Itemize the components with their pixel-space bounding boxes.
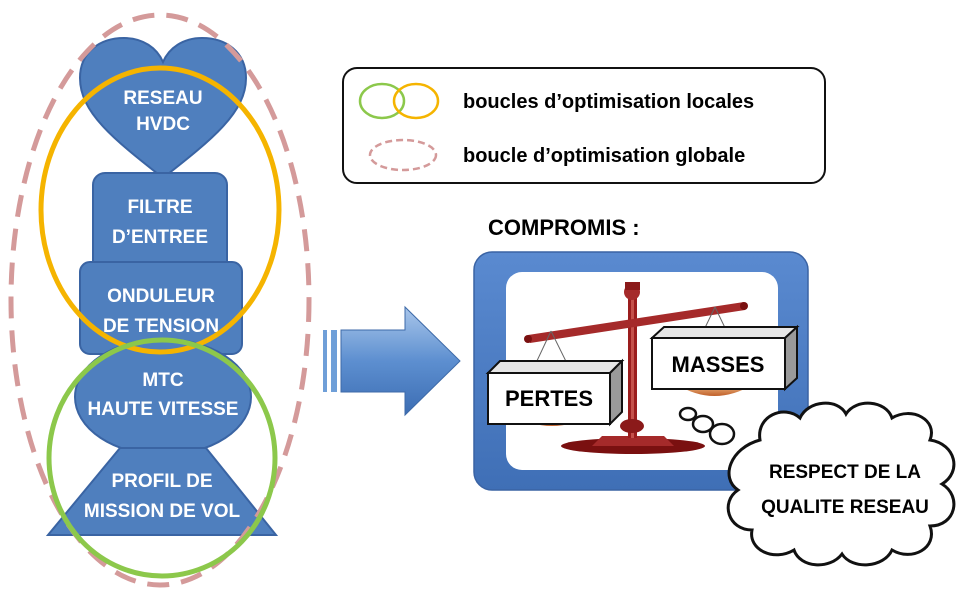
reseau-label-line1: RESEAU bbox=[123, 88, 202, 109]
filtre-entree-block bbox=[92, 172, 228, 274]
pertes-box: PERTES bbox=[485, 358, 625, 427]
cloud-label-line1: RESPECT DE LA bbox=[769, 462, 921, 483]
thought-cloud: RESPECT DE LA QUALITE RESEAU bbox=[726, 401, 956, 567]
mtc-label-line1: MTC bbox=[142, 370, 183, 391]
block-stack: RESEAU HVDC FILTRE D’ENTREE ONDULEUR DE … bbox=[45, 36, 279, 536]
mtc-label-line2: HAUTE VITESSE bbox=[88, 399, 239, 420]
compromis-title: COMPROMIS : bbox=[488, 215, 640, 240]
filtre-label-line1: FILTRE bbox=[127, 197, 192, 218]
profil-label-line2: MISSION DE VOL bbox=[84, 501, 241, 522]
reseau-label-line2: HVDC bbox=[136, 114, 190, 135]
legend-box: boucles d’optimisation locales boucle d’… bbox=[342, 67, 826, 184]
upper-local-optimization-loop bbox=[38, 65, 282, 355]
filtre-label-line2: D’ENTREE bbox=[112, 227, 208, 248]
pertes-label: PERTES bbox=[505, 386, 593, 411]
masses-label: MASSES bbox=[672, 352, 765, 377]
profil-mission-block bbox=[45, 447, 279, 536]
legend-local-label: boucles d’optimisation locales bbox=[463, 91, 754, 113]
onduleur-label-line1: ONDULEUR bbox=[107, 286, 215, 307]
legend-global-label: boucle d’optimisation globale bbox=[463, 145, 745, 167]
onduleur-label-line2: DE TENSION bbox=[103, 316, 219, 337]
lower-local-optimization-loop bbox=[46, 337, 278, 579]
legend-yellow-loop-icon bbox=[392, 82, 440, 120]
thought-bubble-dots bbox=[678, 406, 736, 446]
right-arrow-icon bbox=[323, 305, 461, 417]
legend-dashed-loop-icon bbox=[368, 138, 438, 172]
cloud-label-line2: QUALITE RESEAU bbox=[761, 497, 929, 518]
masses-box: MASSES bbox=[649, 324, 800, 392]
legend-green-loop-icon bbox=[358, 82, 406, 120]
profil-label-line1: PROFIL DE bbox=[112, 471, 213, 492]
global-optimization-loop bbox=[8, 12, 312, 588]
